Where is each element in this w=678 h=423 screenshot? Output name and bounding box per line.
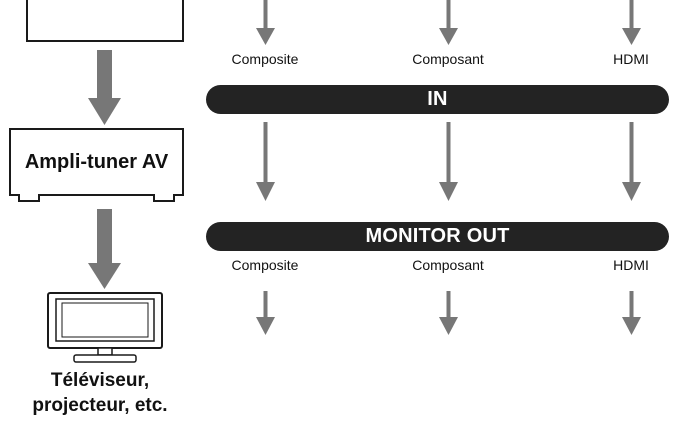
monitor-out-bar: MONITOR OUT bbox=[206, 222, 669, 251]
arrow-bottom-composite bbox=[256, 291, 275, 335]
label-bottom-composite: Composite bbox=[231, 257, 299, 273]
arrow-mid-hdmi bbox=[622, 122, 641, 201]
av-receiver-foot-left bbox=[18, 194, 40, 202]
arrow-mid-composant bbox=[439, 122, 458, 201]
arrow-source-to-amp bbox=[88, 50, 121, 125]
arrow-top-composite bbox=[256, 0, 275, 45]
tv-label-line1: Téléviseur, bbox=[50, 370, 150, 391]
arrow-bottom-hdmi bbox=[622, 291, 641, 335]
label-top-hdmi: HDMI bbox=[613, 51, 649, 67]
arrow-top-hdmi bbox=[622, 0, 641, 45]
arrow-top-composant bbox=[439, 0, 458, 45]
av-receiver-label: Ampli-tuner AV bbox=[24, 150, 169, 173]
tv-label: Téléviseur, projecteur, etc. bbox=[0, 368, 200, 418]
label-top-composant: Composant bbox=[412, 51, 484, 67]
label-bottom-hdmi: HDMI bbox=[613, 257, 649, 273]
av-receiver-box: Ampli-tuner AV bbox=[9, 128, 184, 196]
in-bar: IN bbox=[206, 85, 669, 114]
av-receiver-foot-right bbox=[153, 194, 175, 202]
label-bottom-composant: Composant bbox=[412, 257, 484, 273]
source-device bbox=[26, 0, 184, 42]
tv-icon bbox=[47, 292, 163, 363]
arrow-bottom-composant bbox=[439, 291, 458, 335]
in-bar-label: IN bbox=[427, 88, 448, 110]
label-top-composite: Composite bbox=[231, 51, 299, 67]
tv-label-line2: projecteur, etc. bbox=[32, 395, 168, 416]
arrow-mid-composite bbox=[256, 122, 275, 201]
arrow-amp-to-tv bbox=[88, 209, 121, 289]
monitor-out-bar-label: MONITOR OUT bbox=[365, 225, 510, 247]
